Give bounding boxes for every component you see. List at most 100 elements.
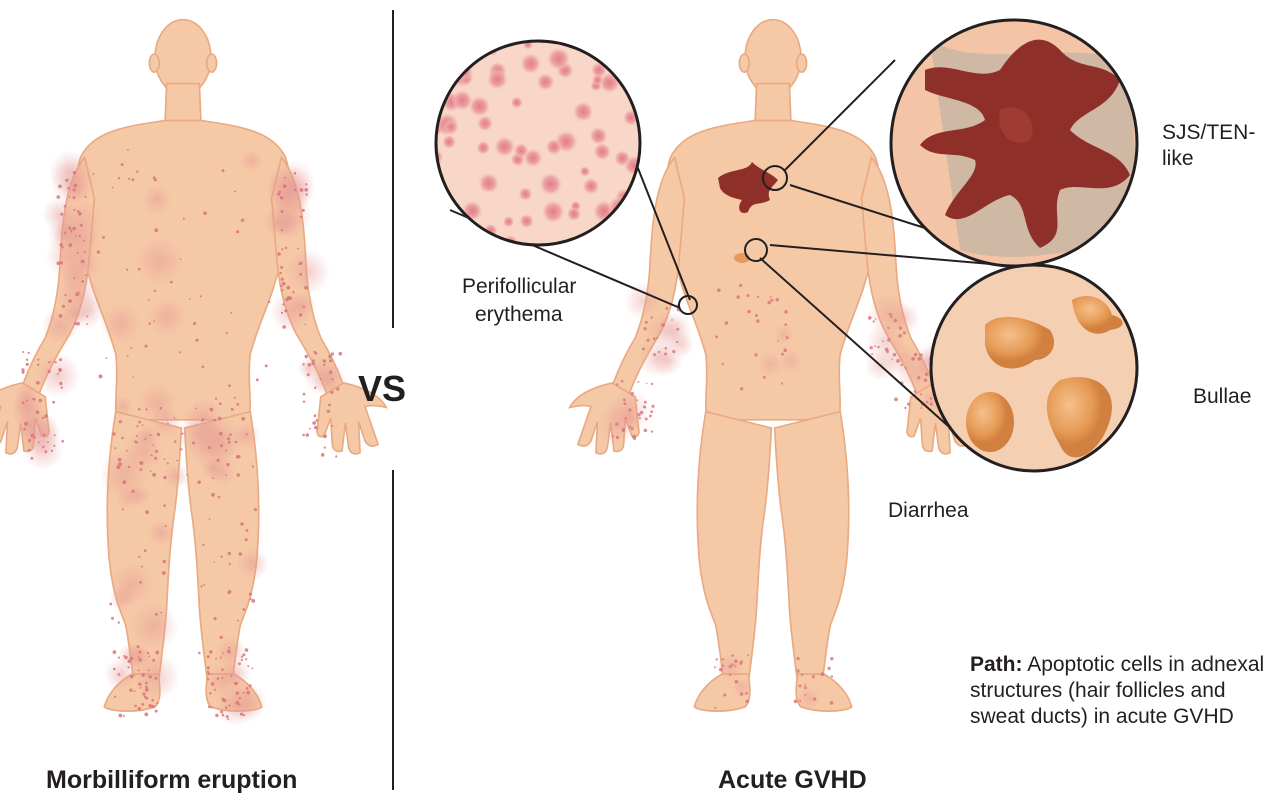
rash-dot bbox=[653, 337, 656, 340]
rash-dot bbox=[804, 694, 806, 696]
rash-dot bbox=[138, 421, 141, 424]
rash-dot bbox=[798, 684, 801, 687]
rash-dot bbox=[126, 450, 128, 452]
rash-dot bbox=[887, 338, 890, 341]
rash-dot bbox=[304, 286, 308, 290]
rash-dot bbox=[890, 316, 892, 318]
rash-dot bbox=[251, 668, 253, 670]
rash-dot bbox=[661, 323, 665, 327]
rash-dot bbox=[714, 707, 716, 709]
rash-dot bbox=[151, 454, 153, 456]
rash-dot bbox=[747, 310, 750, 313]
rash-dot bbox=[170, 281, 173, 284]
rash-dot bbox=[167, 462, 169, 464]
rash-dot bbox=[799, 700, 801, 702]
rash-patch bbox=[270, 290, 312, 332]
rash-dot bbox=[302, 209, 305, 212]
rash-dot bbox=[139, 462, 141, 464]
rash-patch bbox=[162, 463, 189, 490]
rash-dot bbox=[240, 713, 243, 716]
rash-dot bbox=[163, 560, 166, 563]
rash-dot bbox=[208, 446, 211, 449]
rash-dot bbox=[137, 645, 140, 648]
rash-dot bbox=[152, 444, 154, 446]
rash-dot bbox=[55, 361, 57, 363]
follicle-dot bbox=[599, 72, 620, 93]
rash-dot bbox=[225, 706, 228, 709]
morbilliform-figure bbox=[0, 20, 386, 727]
rash-dot bbox=[722, 363, 724, 365]
rash-dot bbox=[23, 428, 26, 431]
rash-dot bbox=[127, 355, 129, 357]
rash-dot bbox=[304, 324, 306, 326]
rash-dot bbox=[755, 314, 758, 317]
rash-dot bbox=[211, 682, 215, 686]
rash-dot bbox=[141, 566, 143, 568]
rash-dot bbox=[165, 525, 167, 527]
rash-dot bbox=[615, 423, 618, 426]
rash-dot bbox=[644, 327, 647, 330]
rash-dot bbox=[277, 252, 280, 255]
follicle-dot bbox=[436, 242, 446, 252]
rash-dot bbox=[208, 673, 210, 675]
rash-dot bbox=[280, 285, 282, 287]
rash-dot bbox=[85, 275, 87, 277]
rash-dot bbox=[734, 665, 736, 667]
rash-dot bbox=[31, 457, 34, 460]
rash-dot bbox=[299, 273, 302, 276]
rash-dot bbox=[813, 677, 815, 679]
rash-dot bbox=[242, 608, 245, 611]
rash-dot bbox=[228, 704, 230, 706]
rash-dot bbox=[323, 364, 325, 366]
rash-dot bbox=[215, 714, 218, 717]
rash-dot bbox=[138, 707, 142, 711]
rash-dot bbox=[72, 227, 76, 231]
rash-dot bbox=[207, 678, 209, 680]
rash-dot bbox=[905, 367, 907, 369]
rash-dot bbox=[198, 652, 201, 655]
rash-dot bbox=[148, 322, 151, 325]
rash-dot bbox=[893, 353, 896, 356]
rash-dot bbox=[874, 345, 876, 347]
rash-dot bbox=[60, 261, 63, 264]
rash-dot bbox=[924, 379, 927, 382]
rash-patch bbox=[110, 563, 153, 606]
follicle-dot bbox=[451, 221, 469, 239]
rash-dot bbox=[717, 288, 721, 292]
rash-dot bbox=[122, 508, 124, 510]
follicle-dot bbox=[537, 73, 555, 91]
rash-dot bbox=[235, 441, 238, 444]
rash-dot bbox=[130, 675, 133, 678]
rash-dot bbox=[642, 347, 645, 350]
rash-dot bbox=[676, 341, 678, 343]
rash-dot bbox=[155, 651, 159, 655]
rash-dot bbox=[252, 465, 254, 467]
rash-dot bbox=[904, 407, 906, 409]
rash-dot bbox=[83, 240, 85, 242]
follicle-dot bbox=[580, 166, 591, 177]
rash-dot bbox=[126, 269, 128, 271]
rash-dot bbox=[144, 696, 146, 698]
rash-dot bbox=[265, 364, 268, 367]
rash-dot bbox=[79, 235, 81, 237]
rash-dot bbox=[84, 251, 86, 253]
rash-dot bbox=[735, 680, 739, 684]
path-note-label: Path: bbox=[970, 653, 1023, 676]
rash-dot bbox=[237, 620, 239, 622]
rash-dot bbox=[144, 438, 146, 440]
rash-dot bbox=[59, 243, 62, 246]
rash-dot bbox=[650, 410, 653, 413]
rash-dot bbox=[307, 373, 310, 376]
rash-dot bbox=[314, 414, 317, 417]
rash-dot bbox=[86, 323, 88, 325]
rash-dot bbox=[911, 357, 915, 361]
rash-dot bbox=[230, 312, 232, 314]
rash-dot bbox=[925, 373, 928, 376]
rash-dot bbox=[74, 322, 77, 325]
rash-dot bbox=[134, 705, 137, 708]
follicle-dot bbox=[494, 136, 515, 157]
rash-dot bbox=[202, 544, 204, 546]
rash-dot bbox=[22, 351, 24, 353]
rash-dot bbox=[930, 397, 932, 399]
rash-patch bbox=[637, 337, 677, 377]
